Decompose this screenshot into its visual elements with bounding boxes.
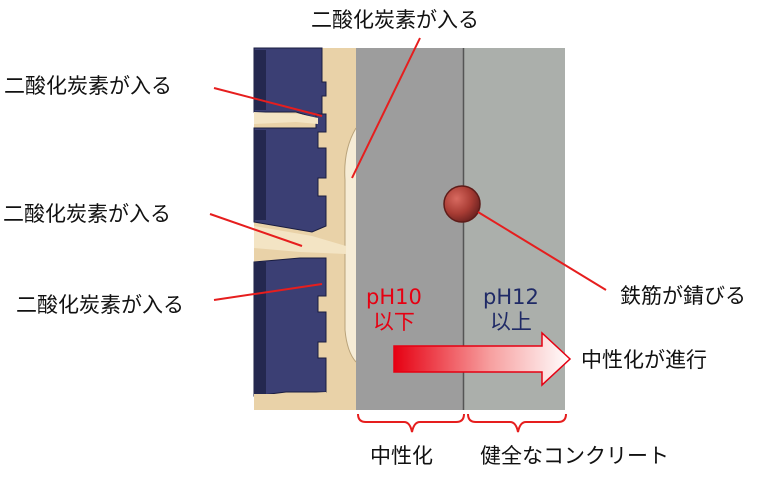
joint-middle [254,226,346,254]
zone-brackets [357,413,567,433]
tile-block-1 [253,47,327,121]
ph-high-value: pH12 [483,285,539,309]
tile-block-3 [253,257,327,397]
joint-lower [254,392,326,410]
ph-low-qualifier: 以下 [372,310,415,335]
tile-block-2 [253,113,327,233]
ph-low-label: pH10 以下 [366,285,422,335]
joint-upper [254,112,318,124]
ph-high-qualifier: 以上 [489,310,532,335]
right-gradient-arrow-icon [393,331,572,387]
zone-label-neutralized: 中性化 [370,444,433,468]
rebar-cross-section-icon [443,185,481,223]
co2-label-left-1: 二酸化炭素が入る [4,74,172,98]
co2-label-top: 二酸化炭素が入る [311,8,479,32]
surface-crack [344,128,356,362]
ph-high-label: pH12 以上 [483,285,539,335]
rebar-rust-label: 鉄筋が錆びる [620,284,746,308]
leader-lines [209,37,607,301]
ph-low-value: pH10 [366,285,422,309]
progress-label: 中性化が進行 [581,348,707,372]
co2-label-left-2: 二酸化炭素が入る [3,202,171,226]
zone-label-healthy: 健全なコンクリート [480,444,669,468]
co2-label-left-3: 二酸化炭素が入る [16,293,184,317]
